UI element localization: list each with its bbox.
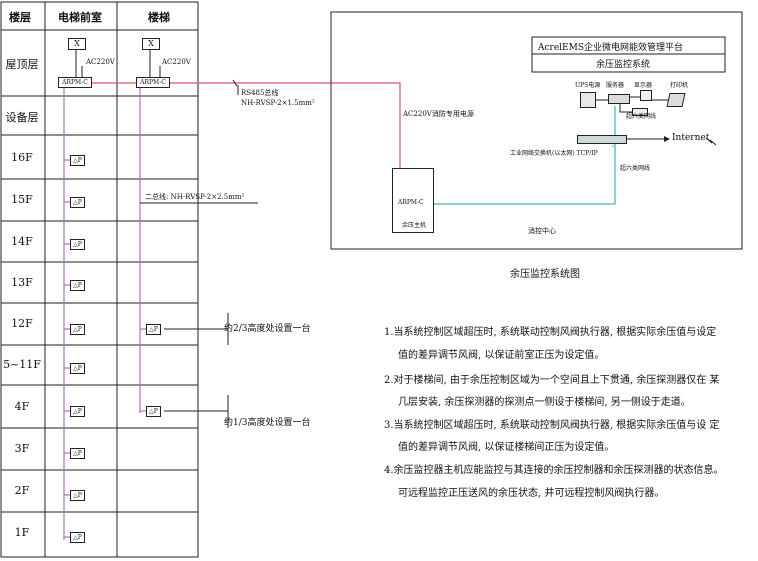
rs485-bus-label: RS485总线 [241,89,279,97]
host-model-label: ARPM-C [398,199,424,206]
two-wire-bus-label: 二总线: NH-RVSP-2×2.5mm² [145,193,245,201]
col-header-floor: 楼层 [9,11,31,24]
ac-label-stair: AC220V [162,58,191,66]
floor-label: 14F [11,235,33,248]
floor-label: 1F [14,526,30,539]
stair-note-lower: 约1/3高度处设置一台 [224,418,311,428]
printer-label: 打印机 [670,82,689,89]
diagram-caption: 余压监控系统图 [510,269,580,280]
note-line: 1.当系统控制区域超压时, 系统联动控制风阀执行器, 根据实际余压值与设定 [384,327,717,338]
note-line: 值的差异调节风阀, 以保证前室正压为设定值。 [398,350,605,361]
cat6-label-lower: 超六类网线 [620,165,651,172]
note-line: 可远程监控正压送风的余压状态, 并可远程控制风阀执行器。 [398,488,665,499]
floor-label: 15F [11,193,33,206]
fire-power-label: AC220V消防专用电源 [403,110,474,118]
col-header-elevator: 电梯前室 [58,11,102,24]
pressure-sensor: △P [70,324,85,335]
ac-label-elevator: AC220V [86,58,115,66]
rs485-cable-label: NH-RVSP-2×1.5mm² [241,99,315,107]
control-room-label: 消控中心 [528,227,556,235]
note-line: 4.余压监控器主机应能监控与其连接的余压控制器和余压探测器的状态信息。 [384,465,724,476]
pressure-host-cabinet [392,168,434,233]
note-line: 2.对于楼梯间, 由于余压控制区域为一个空间且上下贯通, 余压探测器仅在 某 [384,375,720,386]
internet-label: Internet [672,133,710,143]
server-icon [608,94,630,104]
floor-label: 设备层 [5,111,39,124]
floor-label: 16F [11,151,33,164]
floor-label: 2F [14,484,30,497]
col-header-stair: 楼梯 [148,11,170,24]
host-name-label: 余压主机 [402,222,427,229]
ups-icon [580,92,596,108]
pressure-sensor-stair: △P [146,324,161,335]
platform-subtitle: 余压监控系统 [596,60,651,70]
floor-label: 屋顶层 [5,58,39,71]
note-line: 几层安装, 余压探测器的探测点一侧设于楼梯间, 另一侧设于走道。 [398,397,691,408]
floor-label: 4F [14,400,30,413]
pressure-sensor: △P [70,155,85,166]
monitor-icon [640,90,652,101]
pressure-sensor: △P [70,490,85,501]
floor-label: 5~11F [3,358,41,371]
pressure-sensor: △P [70,406,85,417]
network-switch-icon [577,135,627,144]
server-label: 服务器 [606,82,625,89]
platform-title: AcrelEMS企业微电网能效管理平台 [538,43,683,53]
ups-label: UPS电源 [575,82,601,89]
pressure-sensor: △P [70,197,85,208]
note-line: 3.当系统控制区域超压时, 系统联动控制风阀执行器, 根据实际余压值与设 定 [384,420,720,431]
pressure-sensor: △P [70,363,85,374]
pressure-sensor: △P [70,532,85,543]
printer-icon [666,93,686,107]
floor-label: 12F [11,317,33,330]
cat6-label-upper: 超六类网线 [626,113,657,120]
switch-label: 工业网络交换机(以太网) TCP/IP [510,150,598,157]
pressure-sensor: △P [70,448,85,459]
note-line: 值的差异调节风阀, 以保证楼梯间正压为设定值。 [398,442,615,453]
floor-label: 3F [14,442,30,455]
controller-stair: ARPM-C [136,77,170,88]
pressure-sensor: △P [70,280,85,291]
valve-actuator-stair: X [142,38,160,50]
controller-elevator: ARPM-C [58,77,92,88]
stair-note-upper: 约2/3高度处设置一台 [224,324,311,334]
floor-label: 13F [11,276,33,289]
pressure-sensor-stair: △P [146,406,161,417]
pressure-sensor: △P [70,239,85,250]
valve-actuator-elevator: X [68,38,86,50]
keyboard-icon [632,108,648,116]
monitor-label: 显示器 [634,82,653,89]
